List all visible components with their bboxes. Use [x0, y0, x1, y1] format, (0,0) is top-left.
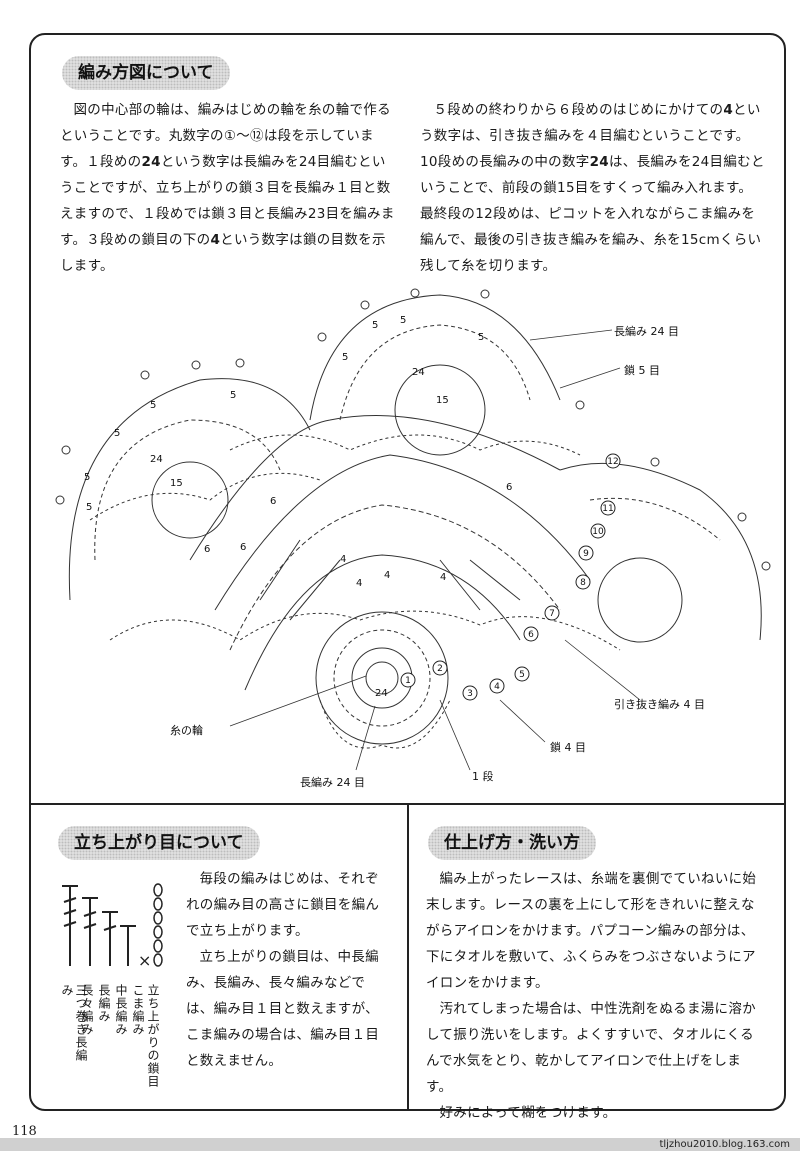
label-round-1: 1 段 [472, 770, 494, 783]
round-marker: 9 [583, 549, 589, 559]
starting-paragraph-1: 毎段の編みはじめは、それぞれの編み目の高さに鎖目を編んで立ち上がります。 [186, 871, 380, 939]
round-marker: 6 [528, 630, 534, 640]
count-label: 5 [230, 390, 236, 401]
count-label: 24 [412, 367, 425, 378]
text-run: という数字は長編みを24目編むということですが、立ち上がりの鎖３目を長編み１目と… [60, 154, 395, 248]
crochet-diagram: 1 2 3 4 5 6 7 8 9 10 11 12 5 5 5 5 5 15 … [55, 288, 771, 771]
round-marker: 4 [494, 682, 500, 692]
section-title-pattern: 編み方図について [62, 56, 230, 90]
text-bold: 24 [141, 154, 161, 170]
pattern-text-left: 図の中心部の輪は、編みはじめの輪を糸の輪で作るということです。丸数字の①～⑫は段… [60, 97, 395, 279]
count-label: 6 [506, 482, 512, 493]
count-label: 5 [478, 332, 484, 343]
label-single-crochet: こま編み [131, 984, 145, 1036]
pattern-text-right: ５段めの終わりから６段めのはじめにかけての4という数字は、引き抜き編みを４目編む… [420, 97, 765, 279]
count-label: 5 [150, 400, 156, 411]
count-label: 15 [170, 478, 183, 489]
starting-text: 毎段の編みはじめは、それぞれの編み目の高さに鎖目を編んで立ち上がります。 立ち上… [186, 866, 391, 1074]
label-treble-24-top: 長編み 24 目 [614, 325, 679, 338]
round-marker: 3 [467, 689, 473, 699]
turning-chain-diagram: × [62, 883, 163, 970]
finishing-paragraph-1: 編み上がったレースは、糸端を裏側でていねいに始末します。レースの裏を上にして形を… [426, 871, 757, 991]
finishing-text: 編み上がったレースは、糸端を裏側でていねいに始末します。レースの裏を上にして形を… [426, 866, 766, 1126]
text-run: という数字は鎖の目数を示します。 [60, 232, 386, 274]
round-marker: 12 [607, 457, 618, 467]
count-label: 4 [356, 578, 362, 589]
finishing-paragraph-2: 汚れてしまった場合は、中性洗剤をぬるま湯に溶かして振り洗いをします。よくすすいで… [426, 1001, 756, 1095]
text-run: 図の中心部の輪は、編みはじめの輪を糸の輪で作るということです。丸数字の①～⑫は段… [60, 102, 391, 170]
count-label: 4 [384, 570, 390, 581]
label-slip-stitch-4: 引き抜き編み 4 目 [614, 698, 705, 711]
count-label: 5 [372, 320, 378, 331]
count-label: 5 [86, 502, 92, 513]
label-treble: 長々編み [80, 984, 94, 1036]
footer-url: tljzhou2010.blog.163.com [659, 1139, 790, 1150]
svg-text:×: × [138, 951, 151, 970]
label-thread-ring: 糸の輪 [170, 724, 203, 737]
count-label: 6 [240, 542, 246, 553]
label-turning-chain: 立ち上がりの鎖目 [146, 984, 160, 1088]
round-marker: 7 [549, 609, 555, 619]
text-run: ５段めの終わりから６段めのはじめにかけての [433, 102, 724, 118]
text-run: は、長編みを24目編むということで、前段の鎖15目をすくって編み入れます。最終段… [420, 154, 765, 274]
round-marker: 11 [602, 504, 613, 514]
count-label: 6 [270, 496, 276, 507]
finishing-paragraph-3: 好みによって糊をつけます。 [439, 1105, 617, 1121]
count-label: 24 [150, 454, 163, 465]
count-label: 4 [440, 572, 446, 583]
footer-bar: tljzhou2010.blog.163.com [0, 1138, 800, 1151]
label-half-double: 中長編み [114, 984, 128, 1036]
section-title-starting: 立ち上がり目について [58, 826, 260, 860]
round-marker: 10 [592, 527, 604, 537]
label-triple-treble: 三つ巻き長編み [60, 984, 88, 1062]
round-marker: 8 [580, 578, 586, 588]
text-bold: 24 [589, 154, 609, 170]
text-run: という数字は、引き抜き編みを４目編むということです。10段めの長編みの中の数字 [420, 102, 761, 170]
count-label: 5 [114, 428, 120, 439]
label-treble-24-bottom: 長編み 24 目 [300, 776, 365, 789]
label-double: 長編み [97, 984, 111, 1023]
count-label: 6 [204, 544, 210, 555]
label-chain-4: 鎖 4 目 [550, 741, 586, 754]
text-bold: 4 [210, 232, 221, 248]
count-label: 5 [84, 472, 90, 483]
count-label: 4 [340, 554, 346, 565]
section-title-finishing: 仕上げ方・洗い方 [428, 826, 596, 860]
count-label: 5 [400, 315, 406, 326]
section-divider-vertical [407, 803, 409, 1111]
count-label: 24 [375, 688, 388, 699]
label-chain-5: 鎖 5 目 [624, 364, 660, 377]
round-marker: 5 [519, 670, 525, 680]
round-marker: 1 [405, 676, 411, 686]
page-number: 118 [12, 1124, 37, 1139]
text-bold: 4 [723, 102, 734, 118]
starting-paragraph-2: 立ち上がりの鎖目は、中長編み、長編み、長々編みなどでは、編み目１目と数えますが、… [186, 949, 380, 1069]
count-label: 5 [342, 352, 348, 363]
round-marker: 2 [437, 664, 443, 674]
count-label: 15 [436, 395, 449, 406]
thread-ring [365, 661, 399, 695]
